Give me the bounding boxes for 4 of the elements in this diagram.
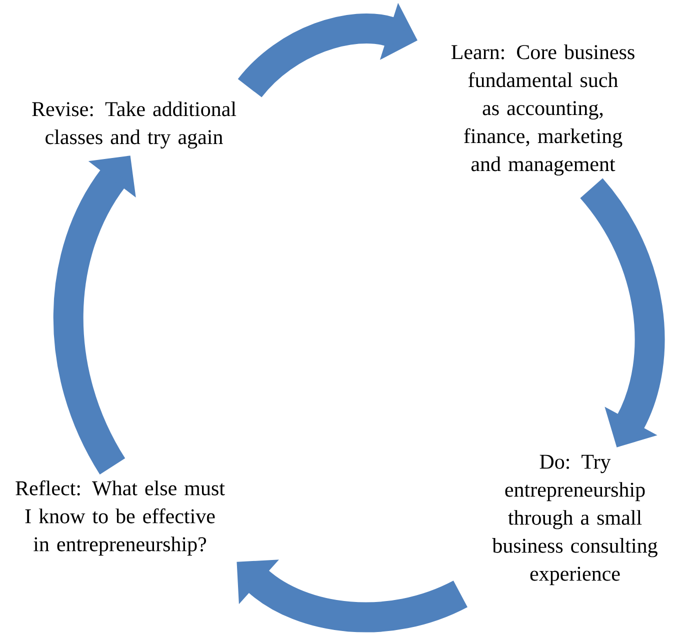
- step-text: Reflect: What else must I know to be effective in entrepreneurship?: [16, 480, 225, 556]
- step-text: Learn: Core business fundamental such as accounting, finance, marketing and management: [451, 44, 634, 176]
- step-text: Do: Try entrepreneurship through a small business consulting experience: [492, 454, 658, 586]
- step-text: Revise: Take additional classes and try again: [32, 101, 236, 149]
